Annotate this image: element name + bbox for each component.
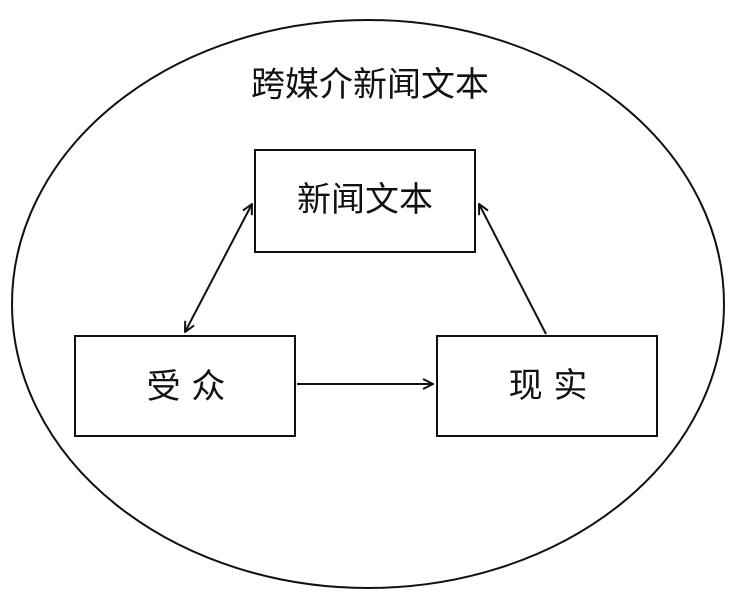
node-audience-box <box>74 335 296 437</box>
edge-reality-news-text <box>479 204 547 335</box>
node-reality-box <box>436 335 658 437</box>
edge-audience-news-text <box>185 204 252 332</box>
node-news-text-label: 新闻文本 <box>297 180 433 220</box>
node-news-text-box <box>254 149 476 253</box>
outer-ellipse <box>11 19 725 589</box>
outer-label: 跨媒介新闻文本 <box>251 65 489 105</box>
node-audience-label: 受 众 <box>147 367 226 407</box>
node-reality-label: 现 实 <box>509 366 588 406</box>
